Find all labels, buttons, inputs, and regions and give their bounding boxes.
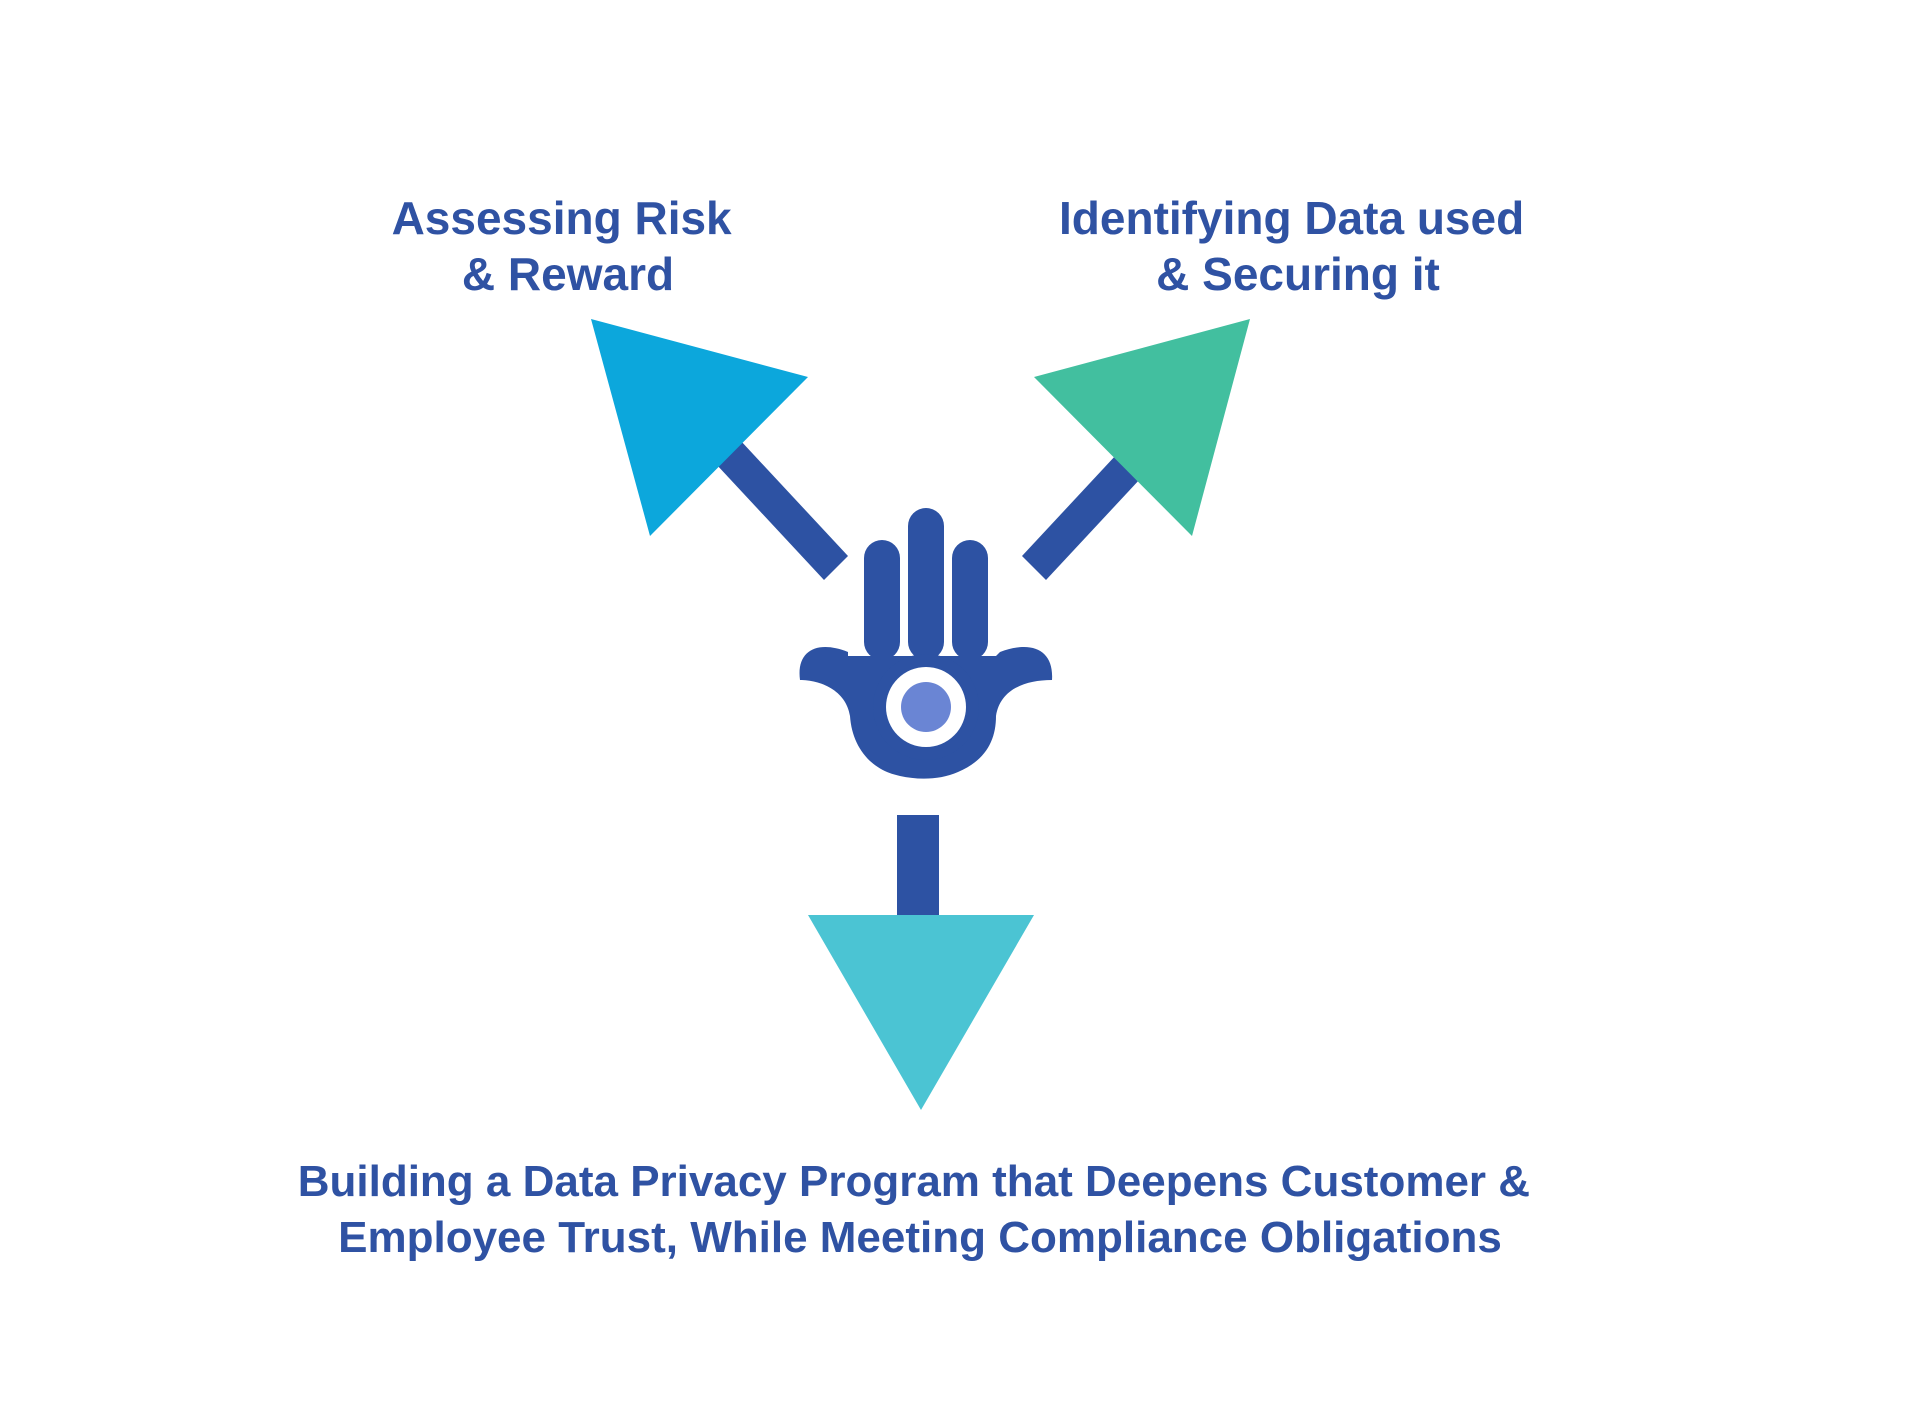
shaft-bottom [897, 815, 939, 920]
shaft-upper-left [716, 440, 848, 580]
label-building-program-line-2: Employee Trust, While Meeting Compliance… [338, 1213, 1502, 1262]
arrowhead-upper-left [591, 319, 808, 536]
arrowhead-upper-right [1034, 319, 1250, 536]
label-identifying-data-line-2: & Securing it [1156, 248, 1440, 300]
label-assessing-risk: Assessing Risk & Reward [392, 192, 745, 300]
hamsa-hand-eye-icon [799, 508, 1053, 779]
label-assessing-risk-line-2: & Reward [462, 248, 674, 300]
arrowhead-bottom [808, 915, 1034, 1110]
label-assessing-risk-line-1: Assessing Risk [392, 192, 732, 244]
shaft-upper-right [1022, 440, 1154, 580]
label-identifying-data: Identifying Data used & Securing it [1059, 192, 1537, 300]
label-identifying-data-line-1: Identifying Data used [1059, 192, 1524, 244]
label-building-program: Building a Data Privacy Program that Dee… [298, 1157, 1543, 1262]
label-building-program-line-1: Building a Data Privacy Program that Dee… [298, 1157, 1530, 1206]
